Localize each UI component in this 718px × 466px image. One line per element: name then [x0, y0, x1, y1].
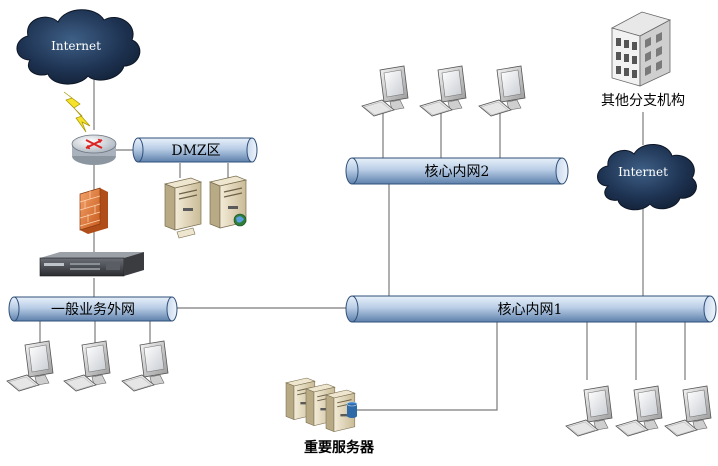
computer-icon — [419, 65, 467, 117]
computer-icon — [121, 340, 169, 392]
internet-label-top: Internet — [51, 39, 101, 53]
dmz-pipe — [132, 137, 258, 163]
firewall-icon — [79, 187, 108, 234]
computer-icon — [361, 65, 409, 117]
dmz-label: DMZ区 — [171, 143, 221, 159]
computer-icon — [565, 385, 613, 437]
dmz-server-1 — [164, 177, 202, 239]
server-cluster-icon — [285, 377, 358, 433]
core2-label: 核心内网2 — [424, 164, 490, 180]
general-net-label: 一般业务外网 — [51, 302, 135, 318]
computer-icon — [664, 385, 712, 437]
router-icon — [71, 134, 117, 165]
computer-icon — [63, 340, 111, 392]
cloud-icon — [16, 9, 141, 85]
dmz-server-2 — [209, 175, 247, 229]
switch-icon — [39, 252, 144, 277]
internet-label-right: Internet — [618, 165, 668, 179]
computer-icon — [478, 65, 526, 117]
core1-label: 核心内网1 — [497, 302, 563, 318]
core1-pipe — [345, 295, 717, 323]
computer-icon — [6, 340, 54, 392]
general-pipe — [8, 296, 178, 322]
servers-label: 重要服务器 — [304, 440, 374, 456]
computer-icon — [615, 385, 663, 437]
building-icon — [610, 11, 672, 87]
lightning-icon — [63, 91, 91, 133]
cloud-icon — [597, 144, 697, 211]
core2-pipe — [345, 157, 569, 185]
branch-label: 其他分支机构 — [601, 93, 685, 109]
